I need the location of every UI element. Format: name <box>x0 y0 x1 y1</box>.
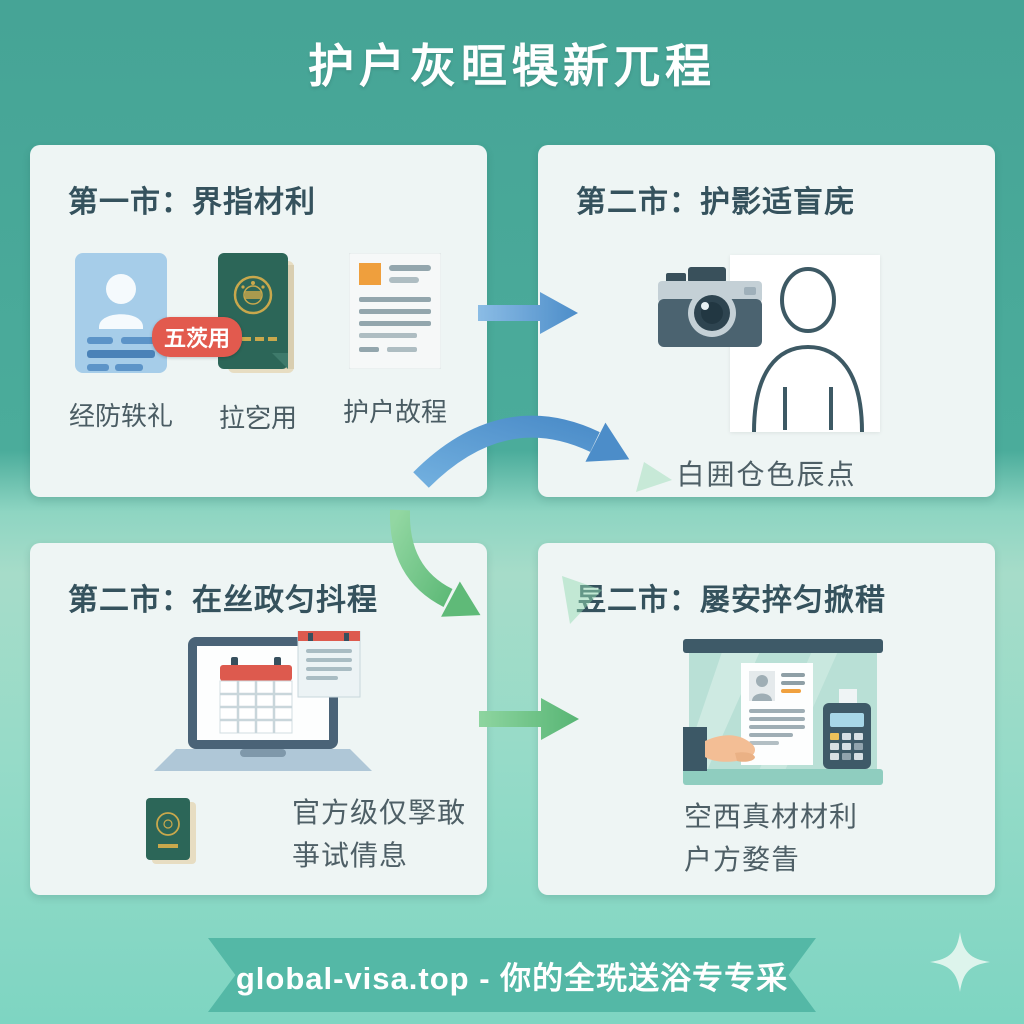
caption-line: 亊试倩息 <box>292 840 409 872</box>
step-card-3: 第二市：在丝政匀抖程 <box>30 543 487 895</box>
list-item: 拉穵用 <box>195 253 321 435</box>
passport-icon <box>218 253 298 380</box>
step-card-1: 第一市：界指材利 经防轶礼 <box>30 145 487 497</box>
person-outline-icon <box>752 267 864 433</box>
caption-line: 官方级仅孯敢 <box>292 797 467 828</box>
decorative-chevron <box>556 572 608 633</box>
decorative-chevron <box>632 458 676 507</box>
step-2-title: 第二市：护影适盲庑 <box>576 186 855 219</box>
arrow-right-blue-icon <box>478 292 578 339</box>
arrow-right-green-icon <box>479 698 579 745</box>
list-item: 护户故程 <box>332 252 458 435</box>
footer-text: global-visa.top - 你的全珗送浴专专采 <box>235 960 789 996</box>
service-window-icon <box>683 639 883 794</box>
item-label: 经防轶礼 <box>68 401 173 431</box>
step-3-caption: 官方级仅孯敢 亊试倩息 <box>292 791 466 878</box>
laptop-calendar-icon <box>148 630 378 786</box>
camera-icon <box>658 265 762 358</box>
status-badge: 五茨用 <box>152 317 243 357</box>
step-card-4: 昱二市：屡安捽匀掀稓 <box>538 543 995 895</box>
step-3-title: 第二市：在丝政匀抖程 <box>68 584 378 617</box>
arrow-curved-green-icon <box>378 498 508 638</box>
caption-line: 户方婺眚 <box>684 844 801 876</box>
step-4-title: 昱二市：屡安捽匀掀稓 <box>576 584 886 617</box>
page-title: 护户灰晅犑新兀程 <box>308 40 716 92</box>
sparkle-icon <box>928 930 992 999</box>
footer-ribbon: global-visa.top - 你的全珗送浴专专采 <box>208 938 816 1012</box>
arrow-curved-blue-icon <box>403 392 643 507</box>
step-1-items: 经防轶礼 <box>58 252 458 435</box>
id-card-icon <box>75 253 167 378</box>
list-item: 经防轶礼 <box>58 253 184 435</box>
item-label: 拉穵用 <box>218 403 297 433</box>
caption-line: 空西真材材利 <box>684 801 859 832</box>
mini-passport-icon <box>146 798 198 871</box>
document-icon <box>348 252 442 374</box>
item-label: 护户故程 <box>342 397 447 427</box>
step-2-caption: 白囲仓色辰点 <box>676 459 857 490</box>
step-1-title: 第一市：界指材利 <box>68 186 316 219</box>
step-4-caption: 空西真材材利 户方婺眚 <box>684 795 858 882</box>
